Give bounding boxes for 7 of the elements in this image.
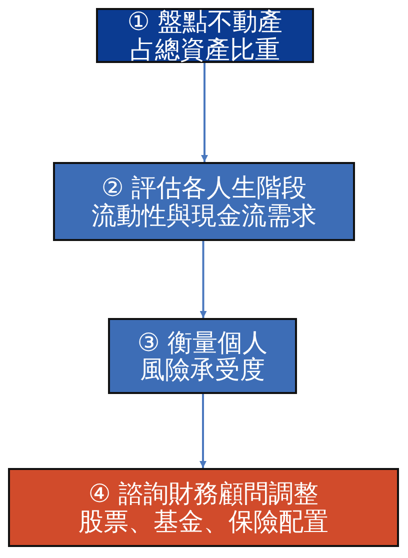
step-box: ③ 衡量個人風險承受度 bbox=[108, 318, 297, 394]
arrow bbox=[200, 241, 207, 318]
step-box: ② 評估各人生階段流動性與現金流需求 bbox=[53, 162, 355, 241]
step-box: ④ 諮詢財務顧問調整股票、基金、保險配置 bbox=[8, 468, 399, 547]
arrow bbox=[200, 394, 206, 468]
step-box: ① 盤點不動產占總資產比重 bbox=[96, 8, 314, 63]
arrow bbox=[201, 63, 208, 162]
